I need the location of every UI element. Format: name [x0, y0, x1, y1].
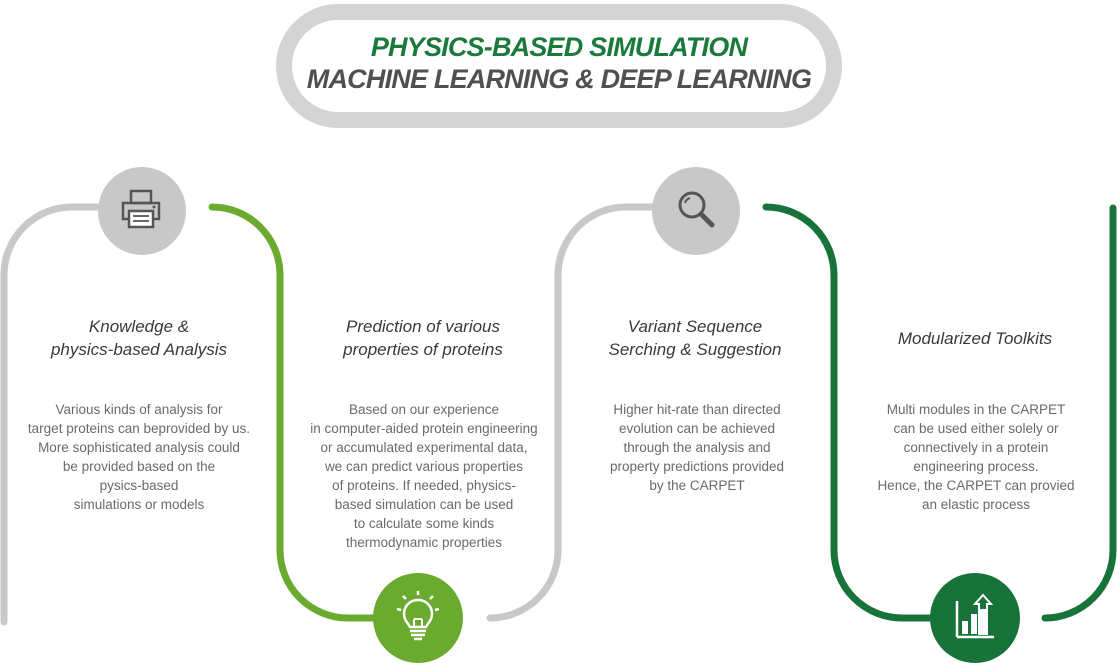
desc-line: connectively in a protein: [903, 440, 1049, 455]
step-2-title-line: Prediction of various: [345, 317, 501, 336]
step-1-description: Various kinds of analysis for target pro…: [4, 400, 274, 514]
step-2-icon-circle: [373, 573, 463, 663]
desc-line: through the analysis and: [623, 440, 771, 455]
step-2-title: Prediction of various properties of prot…: [298, 315, 548, 361]
step-3-description: Higher hit-rate than directed evolution …: [562, 400, 832, 495]
desc-line: property predictions provided: [609, 459, 785, 474]
step-3-title-line: Serching & Suggestion: [608, 340, 782, 359]
desc-line: we can predict various properties: [324, 459, 524, 474]
desc-line: of proteins. If needed, physics-: [332, 478, 516, 493]
step-3-title: Variant Sequence Serching & Suggestion: [570, 315, 820, 361]
desc-line: Higher hit-rate than directed: [613, 402, 781, 417]
connector-light-green: [208, 203, 404, 622]
connector-dark-green-tail: [1041, 204, 1117, 622]
desc-line: an elastic process: [921, 497, 1031, 512]
magnifier-icon: [678, 191, 715, 228]
desc-line: evolution can be achieved: [618, 421, 776, 436]
desc-line: pysics-based: [99, 478, 179, 493]
desc-line: Hence, the CARPET can provied: [877, 478, 1075, 493]
desc-line: be provided based on the: [62, 459, 216, 474]
step-1-title: Knowledge & physics-based Analysis: [14, 315, 264, 361]
desc-line: Based on our experience: [348, 402, 500, 417]
step-1-title-line: Knowledge &: [88, 317, 190, 336]
step-1-title-line: physics-based Analysis: [50, 340, 228, 359]
desc-line: Various kinds of analysis for: [55, 402, 223, 417]
connector-gray-left: [0, 203, 134, 626]
step-4-description: Multi modules in the CARPET can be used …: [841, 400, 1111, 514]
desc-line: Multi modules in the CARPET: [886, 402, 1066, 417]
desc-line: More sophisticated analysis could: [38, 440, 240, 455]
step-4-icon-circle: [930, 573, 1020, 663]
printer-icon: [121, 189, 161, 229]
step-4-title-line: Modularized Toolkits: [897, 329, 1053, 348]
desc-line: or accumulated experimental data,: [320, 440, 528, 455]
desc-line: to calculate some kinds: [353, 516, 495, 531]
desc-line: in computer-aided protein engineering: [310, 421, 538, 436]
header-line-2: MACHINE LEARNING & DEEP LEARNING: [306, 64, 812, 94]
step-3-icon-circle: [652, 167, 740, 255]
desc-line: based simulation can be used: [334, 497, 514, 512]
step-2-description: Based on our experience in computer-aide…: [289, 400, 559, 552]
header-line-1: PHYSICS-BASED SIMULATION: [370, 32, 748, 62]
desc-line: engineering process.: [913, 459, 1039, 474]
lightbulb-icon: [396, 591, 440, 641]
step-4-title: Modularized Toolkits: [850, 327, 1100, 350]
desc-line: simulations or models: [73, 497, 205, 512]
bar-chart-icon: [955, 593, 994, 639]
desc-line: can be used either solely or: [893, 421, 1059, 436]
step-1-icon-circle: [98, 167, 186, 255]
step-2-title-line: properties of proteins: [343, 340, 503, 359]
connector-gray-middle: [486, 203, 674, 622]
connector-dark-green-right: [762, 203, 954, 622]
step-3-title-line: Variant Sequence: [627, 317, 763, 336]
desc-line: thermodynamic properties: [345, 535, 503, 550]
desc-line: by the CARPET: [649, 478, 745, 493]
desc-line: target proteins can beprovided by us.: [27, 421, 251, 436]
